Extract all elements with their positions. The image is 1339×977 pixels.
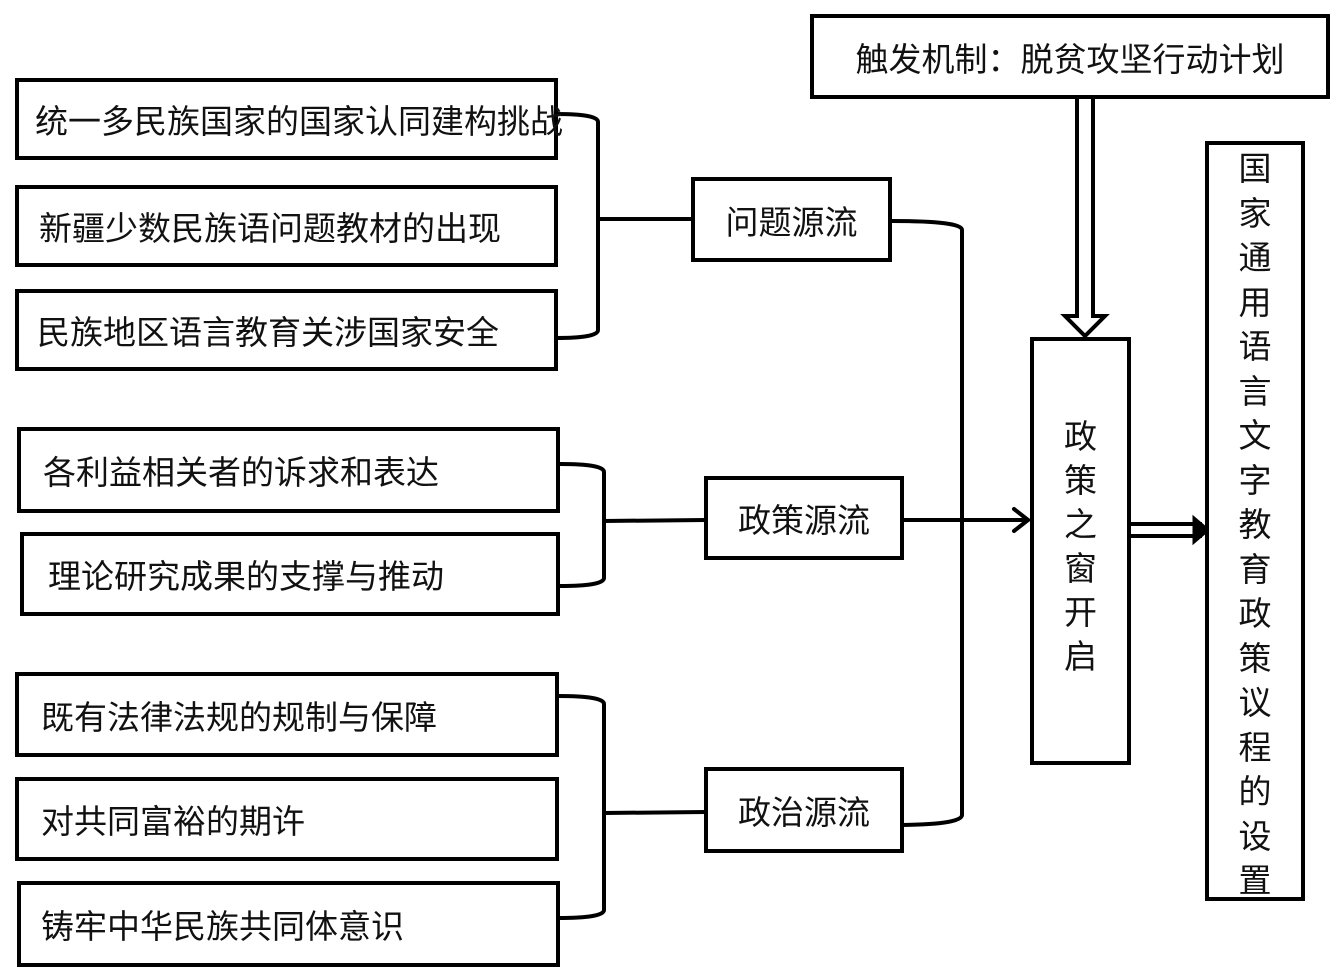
problem-stream-box: 问题源流 — [691, 177, 892, 262]
policy-bracket — [558, 462, 606, 588]
politics-factor-box: 对共同富裕的期许 — [15, 777, 559, 861]
policy-factor-label: 各利益相关者的诉求和表达 — [43, 453, 439, 492]
politics-bracket — [556, 694, 606, 920]
politics-factor-label: 既有法律法规的规制与保障 — [41, 697, 437, 737]
policy-bracket-stem — [602, 518, 708, 523]
problem-to-trunk — [890, 219, 964, 827]
problem-factor-label: 统一多民族国家的国家认同建构挑战 — [35, 102, 563, 141]
outcome-char: 策 — [1238, 638, 1272, 678]
outcome-char: 育 — [1238, 549, 1272, 589]
outcome-char: 政 — [1238, 594, 1272, 633]
outcome-char: 家 — [1238, 193, 1272, 233]
policy-to-window-arrowhead — [1012, 507, 1030, 533]
outcome-char: 言 — [1238, 371, 1272, 411]
policy-factor-box: 理论研究成果的支撑与推动 — [20, 532, 560, 616]
outcome-char: 通 — [1238, 238, 1272, 277]
problem-factor-box: 统一多民族国家的国家认同建构挑战 — [15, 78, 563, 160]
problem-factor-label: 新疆少数民族语问题教材的出现 — [39, 209, 501, 248]
politics-factor-label: 对共同富裕的期许 — [41, 802, 305, 841]
outcome-char: 设 — [1238, 816, 1272, 856]
politics-stream-label: 政治源流 — [738, 793, 870, 832]
outcome-char: 教 — [1238, 505, 1272, 544]
problem-factor-box: 新疆少数民族语问题教材的出现 — [15, 185, 558, 267]
policy-window-char: 窗 — [1064, 549, 1097, 588]
politics-stream-box: 政治源流 — [704, 767, 904, 853]
outcome-char: 议 — [1238, 683, 1272, 722]
problem-stream-label: 问题源流 — [725, 202, 858, 242]
policy-window-char: 之 — [1064, 505, 1097, 544]
politics-bracket-stem — [602, 810, 708, 815]
trigger-box: 触发机制：脱贫攻坚行动计划 — [810, 14, 1330, 99]
outcome-char: 字 — [1238, 460, 1272, 500]
policy-factor-label: 理论研究成果的支撑与推动 — [48, 557, 444, 596]
policy-window-char: 策 — [1064, 461, 1097, 500]
outcome-char: 文 — [1238, 416, 1272, 455]
trigger-arrow — [1060, 97, 1110, 339]
problem-factor-box: 民族地区语言教育关涉国家安全 — [15, 289, 558, 371]
politics-factor-box: 铸牢中华民族共同体意识 — [17, 881, 560, 967]
policy-stream-label: 政策源流 — [738, 501, 870, 540]
outcome-char: 国 — [1238, 149, 1272, 188]
politics-factor-label: 铸牢中华民族共同体意识 — [41, 907, 404, 946]
policy-window-char: 政 — [1064, 417, 1097, 456]
window-to-outcome-arrow — [1130, 514, 1211, 546]
trigger-label: 触发机制：脱贫攻坚行动计划 — [855, 39, 1285, 79]
politics-factor-box: 既有法律法规的规制与保障 — [15, 672, 559, 757]
policy-factor-box: 各利益相关者的诉求和表达 — [17, 427, 560, 513]
policy-window-char: 开 — [1064, 593, 1097, 632]
outcome-char: 语 — [1238, 327, 1272, 366]
outcome-char: 置 — [1238, 861, 1272, 900]
outcome-char: 用 — [1238, 282, 1272, 322]
problem-bracket — [554, 112, 600, 340]
problem-factor-label: 民族地区语言教育关涉国家安全 — [37, 313, 499, 352]
outcome-char: 的 — [1238, 772, 1272, 811]
policy-window-box: 政 策 之 窗 开 启 — [1030, 337, 1131, 765]
outcome-box: 国 家 通 用 语 言 文 字 教 育 政 策 议 程 的 设 置 — [1205, 141, 1305, 901]
outcome-char: 程 — [1238, 727, 1272, 767]
policy-window-char: 启 — [1064, 637, 1097, 676]
policy-stream-box: 政策源流 — [704, 476, 904, 560]
